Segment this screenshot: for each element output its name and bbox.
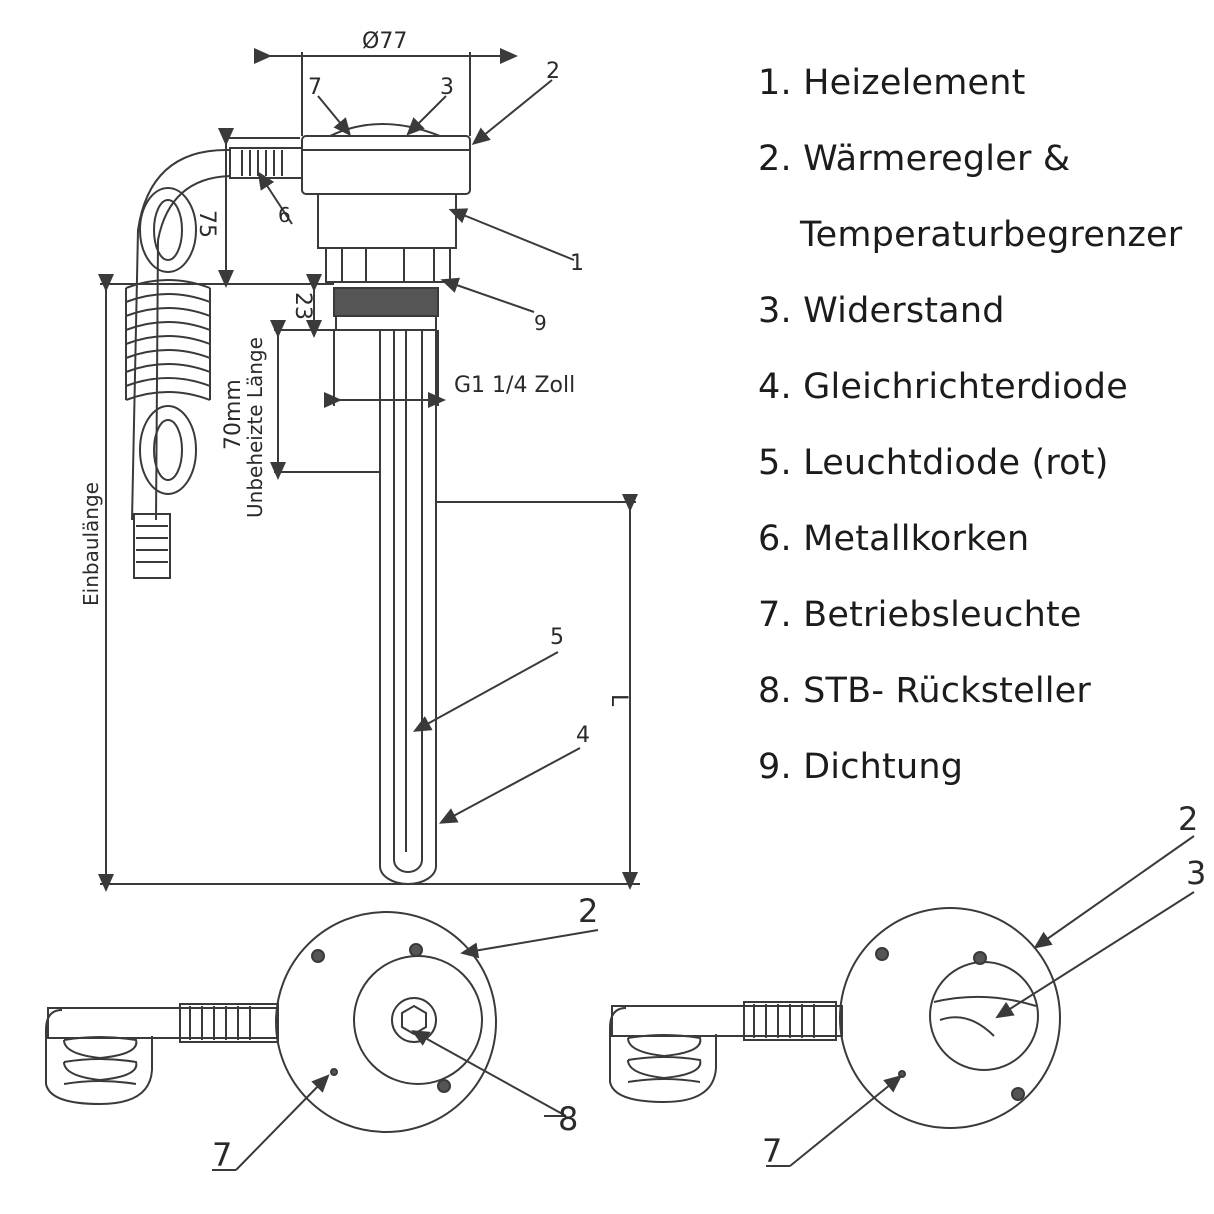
dim-install-length: Einbaulänge — [79, 482, 103, 606]
callout-6: 6 — [278, 203, 291, 227]
legend-item-5: 5. Leuchtdiode (rot) — [758, 443, 1109, 483]
top-view-right — [609, 907, 1061, 1129]
legend-item-7: 7. Betriebsleuchte — [758, 595, 1082, 635]
callout-3-bottom-right: 3 — [1186, 854, 1206, 892]
callout-1: 1 — [570, 251, 584, 276]
callout-5: 5 — [550, 625, 564, 650]
dim-length: L — [606, 694, 631, 707]
callout-2-bottom-right: 2 — [1178, 800, 1198, 838]
legend-item-8: 8. STB- Rücksteller — [758, 671, 1091, 711]
callout-7-top: 7 — [308, 75, 322, 100]
dim-23: 23 — [290, 292, 315, 320]
dim-diameter: Ø77 — [362, 29, 407, 54]
dim-thread: G1 1/4 Zoll — [454, 373, 575, 398]
gasket — [333, 287, 439, 317]
callout-4: 4 — [576, 723, 590, 748]
legend-item-1: 1. Heizelement — [758, 63, 1026, 103]
top-view-left — [45, 911, 497, 1133]
metal-cork-fitting — [229, 147, 303, 179]
regulator-head — [301, 123, 471, 283]
dim-unheated-label: Unbeheizte Länge — [243, 337, 267, 518]
callout-9: 9 — [534, 311, 547, 335]
legend-item-9: 9. Dichtung — [758, 747, 964, 787]
legend-item-6: 6. Metallkorken — [758, 519, 1030, 559]
callout-2-top: 2 — [546, 59, 560, 84]
callout-2-bottom-left: 2 — [578, 892, 598, 930]
callout-7-bottom-right: 7 — [762, 1132, 782, 1170]
legend: 1. Heizelement 2. Wärmeregler & Temperat… — [758, 58, 1214, 818]
dim-75: 75 — [194, 210, 219, 238]
callout-3-top: 3 — [440, 75, 454, 100]
cable-coil — [125, 187, 211, 495]
legend-item-4: 4. Gleichrichterdiode — [758, 367, 1128, 407]
callout-7-bottom-left: 7 — [212, 1136, 232, 1174]
callout-8: 8 — [558, 1100, 578, 1138]
legend-item-2-continued: Temperaturbegrenzer — [800, 215, 1183, 255]
legend-item-3: 3. Widerstand — [758, 291, 1005, 331]
legend-item-2: 2. Wärmeregler & — [758, 139, 1071, 179]
heating-rod — [379, 330, 437, 885]
cable-end — [133, 513, 171, 579]
dim-unheated-length: 70mm — [221, 379, 246, 450]
